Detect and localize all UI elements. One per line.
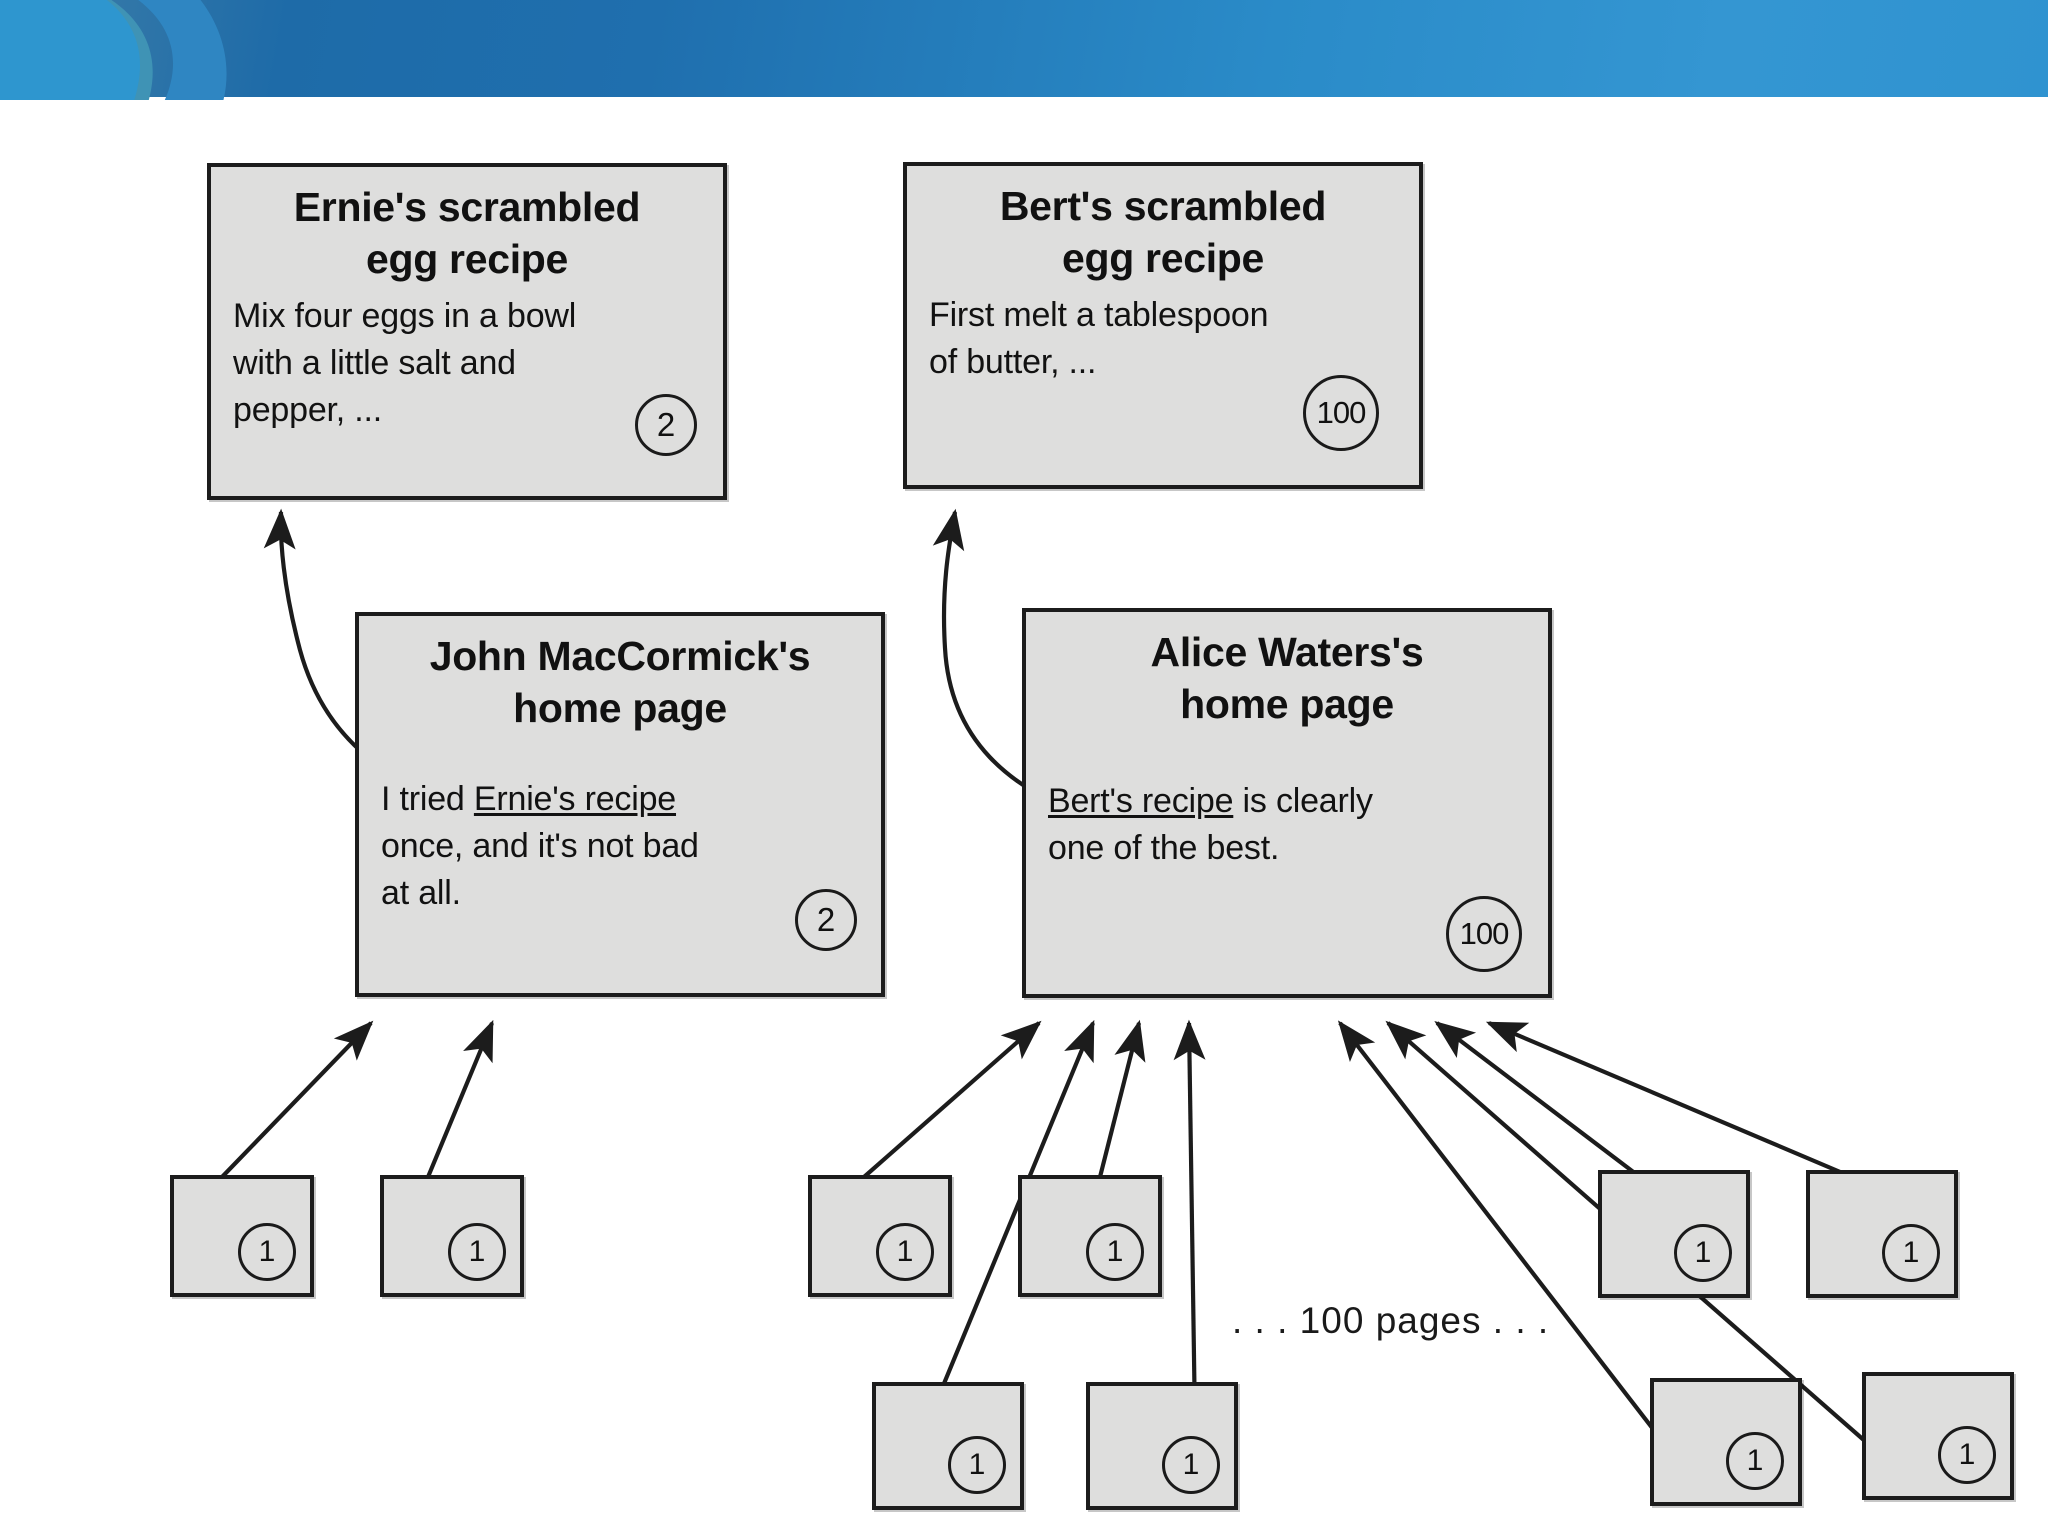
rank-badge: 1: [1086, 1223, 1144, 1281]
leaf-page-node[interactable]: 1: [380, 1175, 524, 1297]
node-body: Mix four eggs in a bowl with a little sa…: [233, 297, 577, 429]
rank-badge: 2: [635, 394, 697, 456]
leaf-page-node[interactable]: 1: [1862, 1372, 2014, 1500]
inline-link-ernies-recipe[interactable]: Ernie's recipe: [473, 780, 677, 818]
leaf-page-node[interactable]: 1: [808, 1175, 952, 1297]
leaf-page-node[interactable]: 1: [1086, 1382, 1238, 1510]
rank-badge: 1: [448, 1223, 506, 1281]
leaf-page-node[interactable]: 1: [1806, 1170, 1958, 1298]
rank-badge: 1: [1938, 1426, 1996, 1484]
slide-header-banner: [0, 0, 2048, 100]
body-text-prefix: I tried: [381, 780, 474, 818]
page-node-bert-recipe[interactable]: Bert's scrambled egg recipe First melt a…: [903, 162, 1423, 489]
rank-badge: 100: [1446, 896, 1522, 972]
leaf-page-node[interactable]: 1: [170, 1175, 314, 1297]
node-body: I tried Ernie's recipe once, and it's no…: [381, 780, 699, 912]
rank-badge: 1: [1674, 1224, 1732, 1282]
rank-badge: 1: [1726, 1432, 1784, 1490]
edge-leaf3-to-alice: [862, 1020, 1042, 1179]
node-title: Bert's scrambled egg recipe: [999, 183, 1327, 281]
header-swoosh-decoration: [0, 0, 260, 100]
rank-badge: 1: [1882, 1224, 1940, 1282]
rank-badge: 1: [1162, 1436, 1220, 1494]
leaf-page-node[interactable]: 1: [1018, 1175, 1162, 1297]
rank-badge: 100: [1303, 375, 1379, 451]
page-node-ernie-recipe[interactable]: Ernie's scrambled egg recipe Mix four eg…: [207, 163, 727, 500]
rank-badge: 1: [238, 1223, 296, 1281]
node-title: Alice Waters's home page: [1150, 629, 1424, 727]
node-body: First melt a tablespoon of butter, ...: [929, 296, 1269, 381]
node-body: Bert's recipe is clearly one of the best…: [1048, 782, 1373, 867]
rank-badge: 1: [876, 1223, 934, 1281]
edge-leaf2-to-john: [426, 1019, 494, 1178]
rank-badge: 2: [795, 889, 857, 951]
leaf-page-node[interactable]: 1: [1650, 1378, 1802, 1506]
page-node-alice-homepage[interactable]: Alice Waters's home page Bert's recipe i…: [1022, 608, 1552, 998]
rank-badge: 1: [948, 1436, 1006, 1494]
edge-leaf4-to-alice: [1097, 1019, 1146, 1178]
header-gradient-band: [0, 0, 2048, 97]
pages-ellipsis-caption: . . . 100 pages . . .: [1232, 1300, 1550, 1341]
body-text-suffix: is clearly: [1233, 782, 1373, 820]
edge-leaf6-to-alice: [1485, 1021, 1853, 1179]
page-node-john-homepage[interactable]: John MacCormick's home page I tried Erni…: [355, 612, 885, 997]
leaf-page-node[interactable]: 1: [1598, 1170, 1750, 1298]
edge-leaf1-to-john: [220, 1020, 374, 1179]
leaf-page-node[interactable]: 1: [872, 1382, 1024, 1510]
node-title: John MacCormick's home page: [429, 633, 811, 731]
swoosh-icon: [0, 0, 227, 100]
node-title: Ernie's scrambled egg recipe: [293, 184, 641, 282]
inline-link-berts-recipe[interactable]: Bert's recipe: [1048, 782, 1234, 820]
edge-leaf5-to-alice: [1434, 1020, 1642, 1179]
